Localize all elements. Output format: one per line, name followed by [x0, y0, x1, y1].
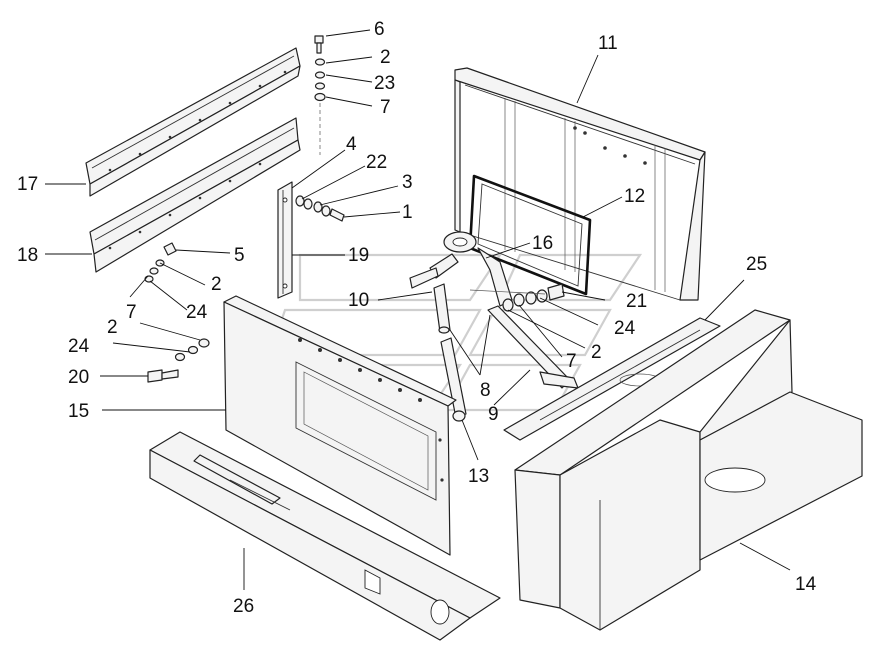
callout-2-right: 2	[591, 342, 602, 363]
vertical-bracket	[277, 181, 293, 299]
callout-24-left: 24	[186, 302, 208, 323]
callout-24-right: 24	[614, 318, 636, 339]
callout-25: 25	[746, 254, 767, 275]
callout-7-right: 7	[566, 351, 577, 372]
callout-2-mid: 2	[107, 317, 118, 338]
top-fastener-stack	[314, 35, 326, 155]
rail-fasteners	[144, 242, 177, 283]
callout-22: 22	[366, 152, 387, 173]
callout-3: 3	[402, 172, 413, 193]
callout-7-top: 7	[380, 97, 391, 118]
bracket-fasteners	[295, 195, 345, 222]
callout-12: 12	[624, 186, 645, 207]
front-panel	[223, 295, 457, 556]
callout-9: 9	[488, 404, 499, 425]
callout-1: 1	[402, 202, 413, 223]
callout-8: 8	[480, 380, 491, 401]
callout-17: 17	[17, 174, 38, 195]
callout-18: 18	[17, 245, 38, 266]
lever-fasteners	[469, 283, 565, 312]
callout-10: 10	[348, 290, 369, 311]
callout-21: 21	[626, 291, 647, 312]
callout-20: 20	[68, 367, 89, 388]
callout-19: 19	[348, 245, 369, 266]
callout-4: 4	[346, 134, 357, 155]
callout-5: 5	[234, 245, 245, 266]
side-rail-lower	[89, 117, 301, 273]
back-frame	[454, 67, 706, 301]
panel-fasteners	[147, 338, 210, 383]
callout-26: 26	[233, 596, 254, 617]
callout-6: 6	[374, 19, 385, 40]
callout-2-left: 2	[211, 274, 222, 295]
callout-7-left: 7	[126, 302, 137, 323]
callout-2-top: 2	[380, 47, 391, 68]
inner-frame	[468, 174, 592, 296]
base-box	[149, 431, 501, 641]
seat-assembly	[503, 309, 863, 631]
callout-15: 15	[68, 401, 89, 422]
side-rail-upper	[85, 47, 301, 197]
callout-labels: 6 2 23 7 11 4 22 3 1 17 12 16 18 5 19 2 …	[17, 19, 817, 617]
callout-16: 16	[532, 233, 553, 254]
callout-14: 14	[795, 574, 817, 595]
leader-lines	[45, 29, 791, 590]
callout-13: 13	[468, 466, 489, 487]
rod-assembly	[433, 283, 579, 422]
callout-11: 11	[598, 33, 618, 54]
callout-23: 23	[374, 73, 395, 94]
callout-24-mid: 24	[68, 336, 90, 357]
